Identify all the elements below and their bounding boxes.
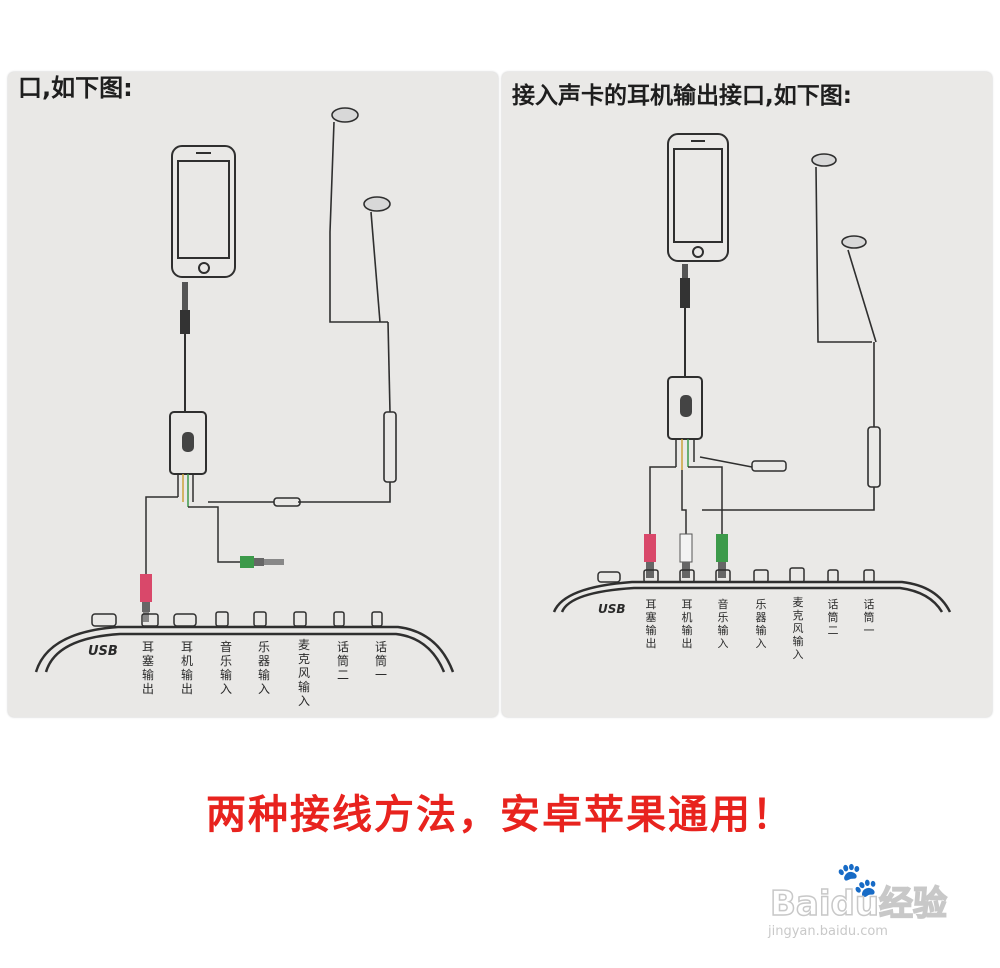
usb-logo: USB	[88, 644, 118, 659]
right-panel-top-text: 接入声卡的耳机输出接口,如下图:	[512, 83, 852, 109]
port-label: 耳机输出	[180, 640, 193, 696]
port-label: 话筒一	[374, 640, 387, 682]
left-red-plug-icon	[140, 496, 178, 622]
left-splitter-box-icon	[169, 411, 207, 507]
left-panel-top-text: 口,如下图:	[18, 74, 133, 102]
port-label: 耳塞输出	[141, 640, 154, 696]
left-green-plug-icon	[188, 506, 284, 568]
usb-logo: USB	[598, 602, 626, 616]
baidu-jingyan-logo: Baidu经验	[769, 883, 948, 925]
left-wiring-diagram	[34, 107, 455, 673]
port-label: 麦克风输入	[297, 638, 310, 708]
left-diagram-panel: 口,如下图:	[8, 72, 498, 717]
right-diagram-panel: 接入声卡的耳机输出接口,如下图:	[502, 72, 992, 717]
left-earphones-icon	[208, 107, 397, 507]
port-label: 麦克风输入	[792, 596, 804, 661]
right-phone-plug-icon	[680, 264, 690, 377]
right-phone-icon	[667, 133, 729, 262]
port-label: 话筒二	[827, 598, 839, 637]
port-label: 音乐输入	[717, 598, 729, 650]
baidu-paw-icon: 🐾	[836, 860, 879, 900]
right-splitter-box-icon	[667, 376, 787, 472]
left-phone-icon	[171, 145, 236, 278]
left-phone-plug-icon	[180, 282, 190, 412]
port-label: 话筒一	[863, 598, 875, 637]
right-red-plug-icon	[644, 466, 676, 578]
right-wiring-diagram	[552, 133, 952, 613]
port-label: 乐器输入	[257, 640, 270, 696]
port-label: 话筒二	[336, 640, 349, 682]
right-green-plug-icon	[688, 466, 728, 578]
right-sound-card-icon	[552, 567, 952, 613]
right-white-plug-icon	[679, 470, 693, 578]
right-earphones-icon	[702, 153, 881, 511]
left-sound-card-icon	[34, 611, 455, 673]
caption-text: 两种接线方法，安卓苹果通用！	[206, 792, 794, 838]
watermark-url: jingyan.baidu.com	[768, 924, 888, 939]
port-label: 音乐输入	[219, 640, 232, 696]
port-label: 乐器输入	[755, 598, 767, 650]
port-label: 耳塞输出	[645, 598, 657, 650]
port-label: 耳机输出	[681, 598, 693, 650]
